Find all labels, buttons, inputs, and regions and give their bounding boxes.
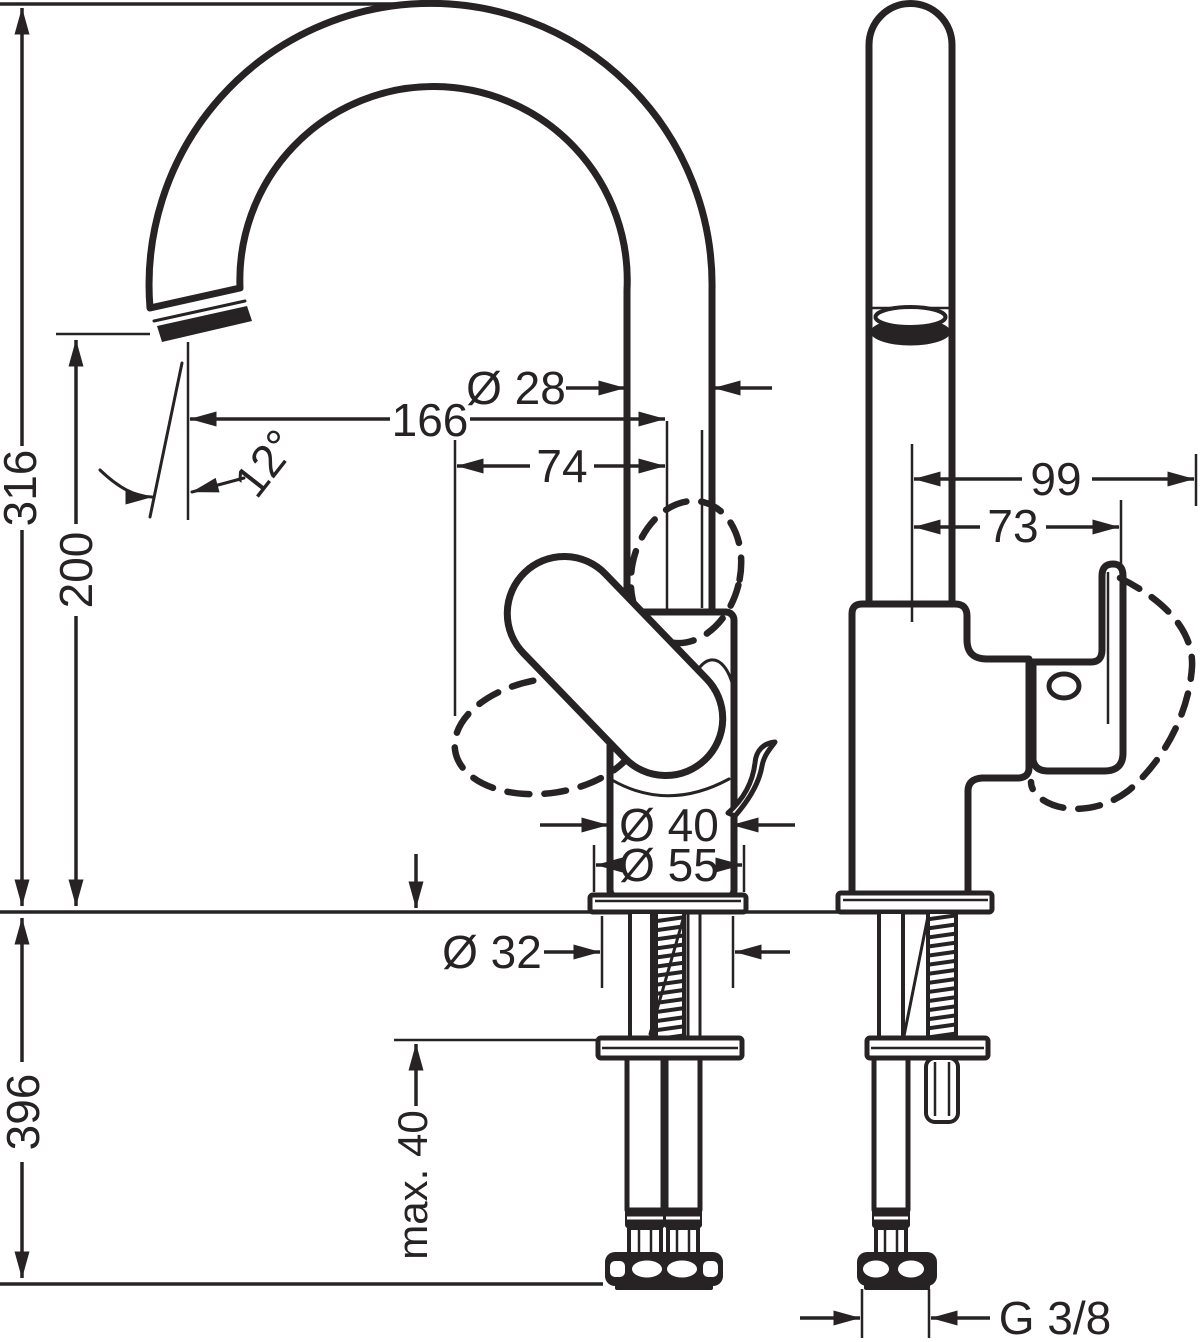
connector-cutout-2 <box>632 1260 662 1278</box>
handle-skirt-curve <box>610 777 731 798</box>
dim-spout-diameter-label: Ø 28 <box>466 362 566 414</box>
hose-connector-foot <box>615 1284 713 1290</box>
connector-cutout-4 <box>703 1261 718 1277</box>
spout-rim-line <box>152 299 247 323</box>
aerator-tip <box>157 306 252 342</box>
supply-hose-upper <box>628 910 654 1040</box>
side-view <box>145 0 778 1290</box>
angle-arc-arrow <box>98 468 154 505</box>
dim-angle-label: 12° <box>223 420 307 507</box>
dim-thread-label: G 3/8 <box>999 1292 1112 1342</box>
hose-crossing <box>648 914 686 1036</box>
spout-outline <box>145 0 716 618</box>
connector-cutout-1 <box>610 1261 625 1277</box>
front-hose-end <box>874 1226 908 1256</box>
dim-body-diameter-label: Ø 40 <box>619 799 719 851</box>
base-plate <box>587 892 749 915</box>
lever-pivot-hole <box>1046 671 1082 701</box>
aerator-lens <box>873 305 948 329</box>
angle-leader-arrow <box>190 476 246 494</box>
front-connector-cutout-1 <box>863 1260 889 1278</box>
dim-base-diameter-label: Ø 55 <box>619 839 719 891</box>
hose-b <box>663 1055 703 1213</box>
front-handle-lever <box>1029 560 1127 775</box>
handle-hook-tab <box>725 739 778 819</box>
front-hose-lower <box>871 1055 911 1213</box>
hose-connector-block <box>605 1252 723 1286</box>
shank-nut <box>924 1056 960 1124</box>
front-connector-block <box>857 1252 937 1286</box>
front-hose-upper <box>877 910 905 1040</box>
dim-total-depth-label: 396 <box>0 1074 49 1151</box>
dim-hole-diameter-label: Ø 32 <box>442 926 542 978</box>
dim-handle-depth-label: 73 <box>987 500 1038 552</box>
hose-b-end <box>666 1226 700 1256</box>
front-threaded-shank <box>926 910 958 1040</box>
front-connector-foot <box>864 1284 930 1290</box>
dim-swing-reach-label: 99 <box>1030 453 1081 505</box>
front-connector-cutout-2 <box>898 1260 924 1278</box>
front-base-plate <box>835 890 995 915</box>
dim-max-thickness-label: max. 40 <box>389 1110 436 1259</box>
handle-lever <box>503 552 727 780</box>
front-view <box>835 0 1196 1290</box>
hose-a-end <box>627 1226 663 1256</box>
dim-total-height-label: 316 <box>0 450 46 527</box>
hose-a <box>624 1055 666 1213</box>
lever-swing-dashed <box>1027 574 1196 813</box>
dim-spout-height-label: 200 <box>50 532 102 609</box>
dim-reach-label: 166 <box>392 394 469 446</box>
front-hose-crossing <box>902 914 930 1038</box>
angle-slant-line <box>148 361 184 519</box>
connector-cutout-3 <box>667 1260 697 1278</box>
front-body-block <box>848 600 1033 901</box>
dim-handle-projection-label: 74 <box>536 440 587 492</box>
